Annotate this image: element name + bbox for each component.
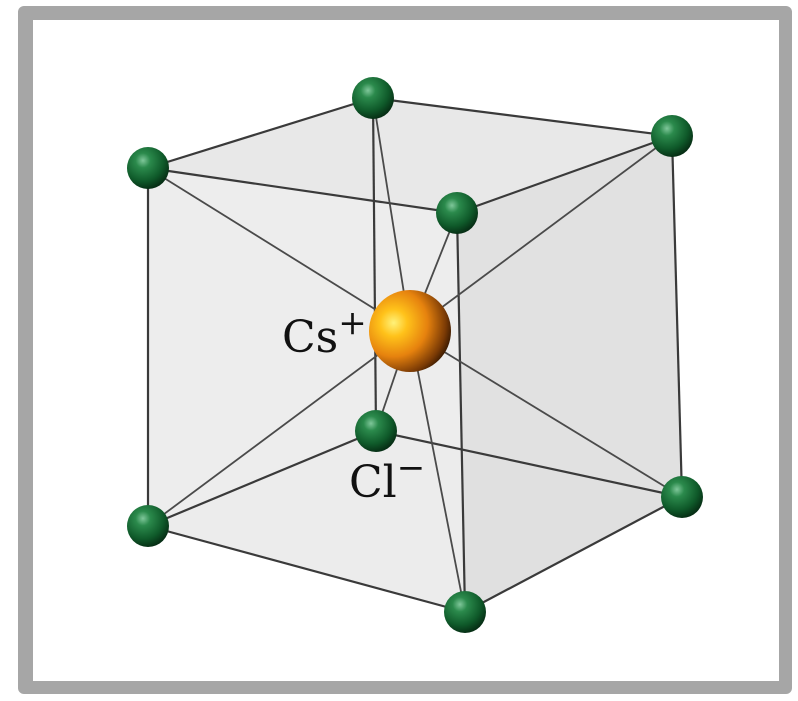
cl-atom <box>127 505 169 547</box>
left-face <box>148 168 465 612</box>
cl-atom <box>444 591 486 633</box>
bond <box>147 330 411 527</box>
edge <box>147 524 466 614</box>
anion-symbol: Cl <box>349 457 397 508</box>
cation-label: Cs+ <box>282 303 367 363</box>
top-face <box>148 98 672 213</box>
edge <box>372 96 673 138</box>
bond <box>409 135 673 332</box>
cl-atom <box>352 77 394 119</box>
cl-atom <box>127 147 169 189</box>
edge <box>375 429 683 499</box>
edge <box>147 166 458 215</box>
coordination-bonds <box>147 97 683 613</box>
edge <box>371 97 378 432</box>
chloride-ions <box>127 77 703 633</box>
anion-label: Cl− <box>349 448 425 508</box>
cl-atom <box>436 192 478 234</box>
cs-atom <box>369 290 451 372</box>
edge <box>455 212 467 613</box>
cube-edges <box>146 96 684 614</box>
bond <box>409 330 683 498</box>
right-face <box>457 136 682 612</box>
edge <box>147 96 374 170</box>
anion-charge: − <box>397 448 426 488</box>
cation-symbol: Cs <box>282 312 338 363</box>
bond <box>147 167 411 332</box>
edge <box>456 134 673 215</box>
edge <box>670 135 684 498</box>
cl-atom <box>651 115 693 157</box>
edge <box>147 429 377 528</box>
bond <box>409 330 466 613</box>
edge <box>464 496 683 613</box>
cl-atom <box>661 476 703 518</box>
cation-charge: + <box>338 303 367 343</box>
cl-atom <box>355 410 397 452</box>
